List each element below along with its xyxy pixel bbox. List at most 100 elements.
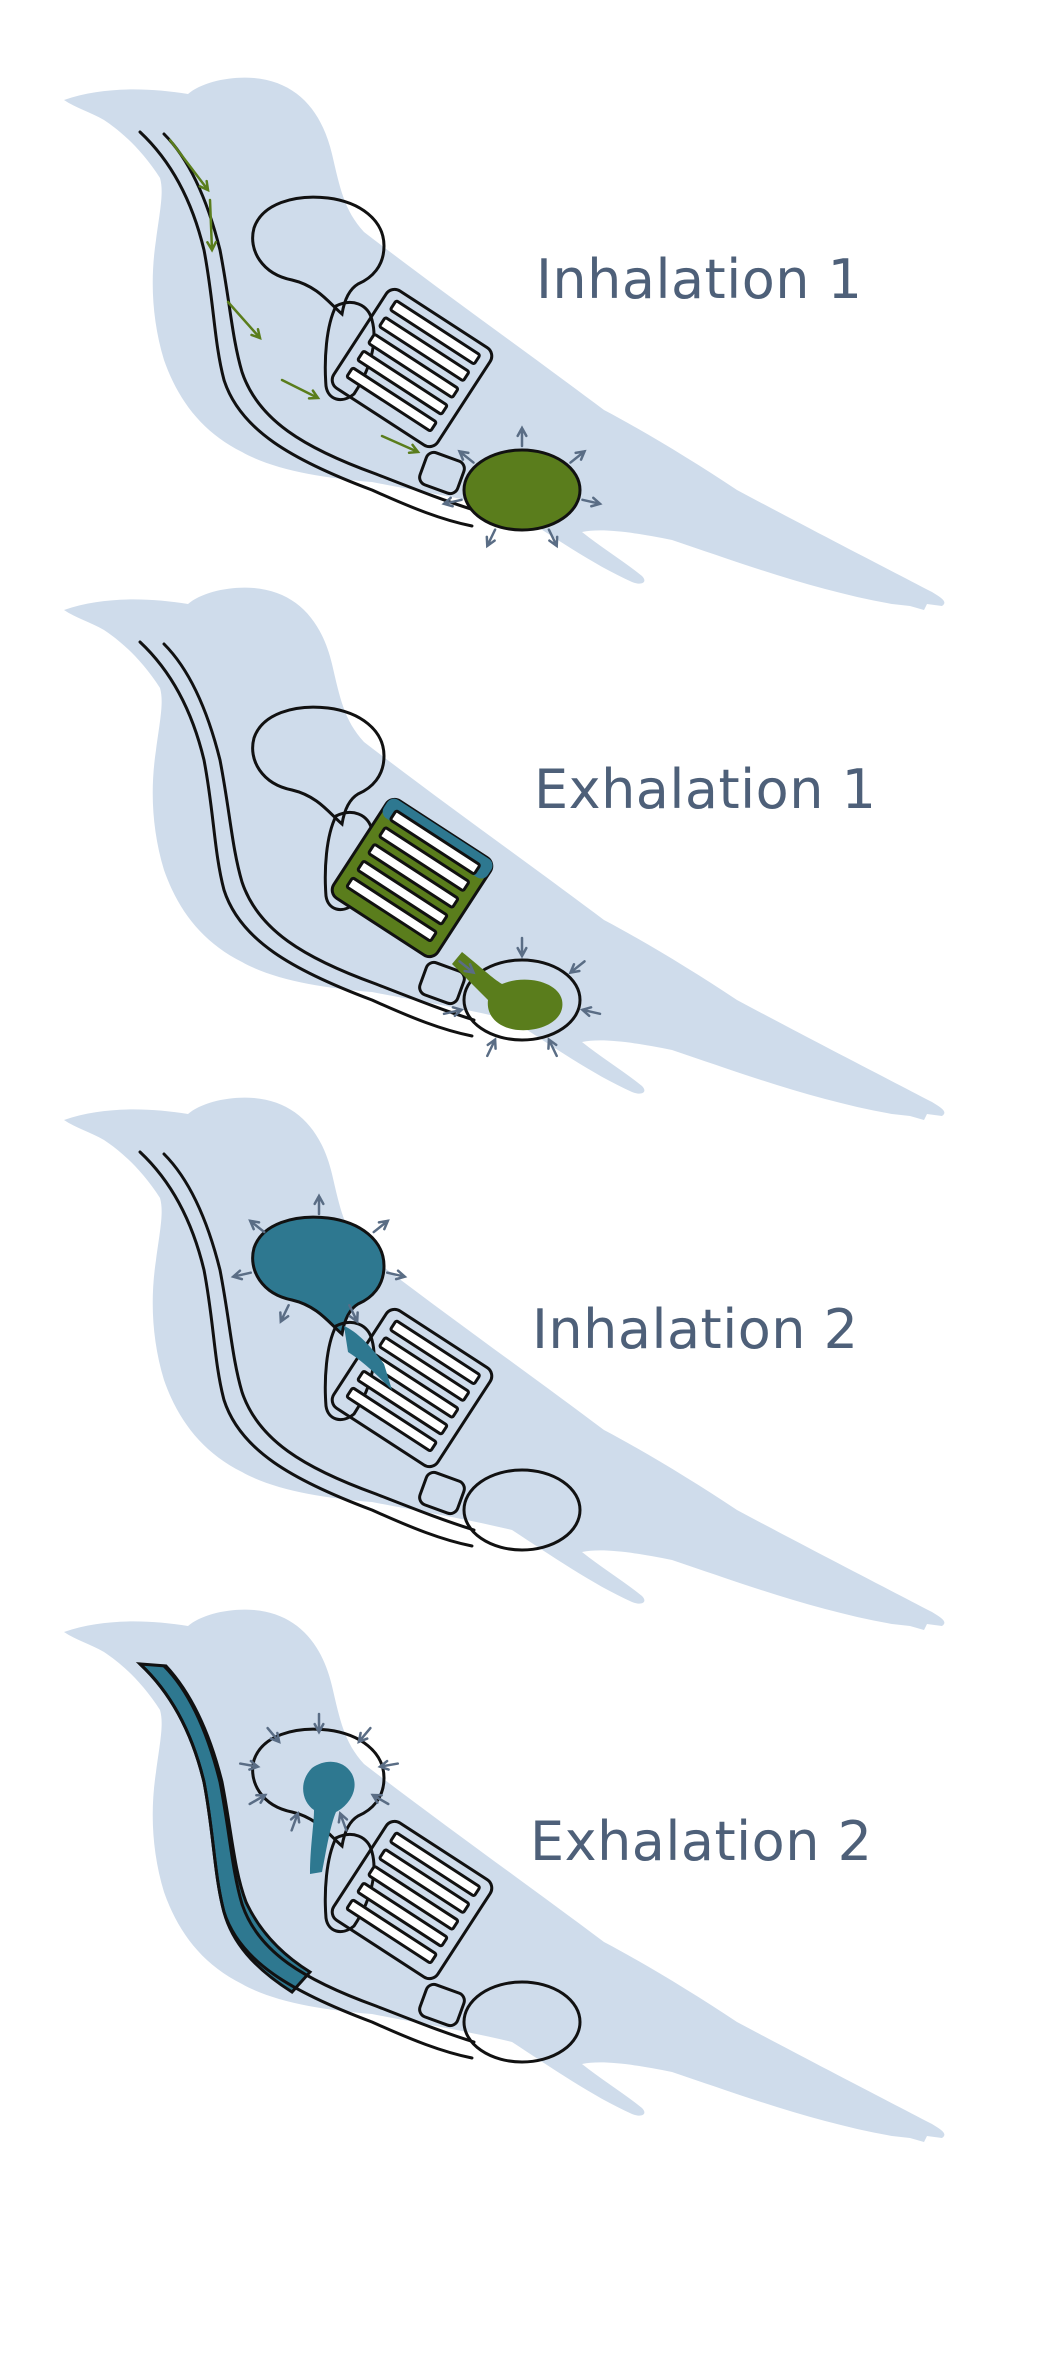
lung-group xyxy=(330,287,494,449)
panel-title: Inhalation 1 xyxy=(536,248,863,311)
panel-layer xyxy=(64,587,945,1120)
parabronchus xyxy=(378,1848,470,1914)
parabronchus xyxy=(367,1865,460,1931)
airflow-arrow xyxy=(280,378,321,400)
lung-lobe xyxy=(323,1321,376,1422)
pressure-arrow xyxy=(568,960,586,975)
parabronchus xyxy=(345,876,438,943)
pressure-arrow xyxy=(547,1037,558,1058)
parabronchus xyxy=(378,316,470,382)
abdominal-sac-small xyxy=(418,960,466,1006)
parabronchus xyxy=(356,860,449,926)
pressure-arrow xyxy=(238,1759,261,1771)
abdominal-sac-small xyxy=(418,1470,466,1516)
pressure-arrow xyxy=(442,1006,465,1018)
panel-layer xyxy=(64,1609,945,2142)
panel-title: Inhalation 2 xyxy=(532,1298,859,1361)
bird-diagram-exhalation-2 xyxy=(64,1609,945,2142)
pressure-arrow xyxy=(579,1006,602,1018)
pressure-arrow xyxy=(377,1759,400,1771)
bird-group xyxy=(64,1609,945,2142)
parabronchus xyxy=(356,1882,449,1948)
parabronchus xyxy=(345,1386,438,1453)
parabronchus xyxy=(389,809,481,875)
bird-group xyxy=(64,1097,945,1630)
lung xyxy=(330,287,494,449)
panel-inhalation-2: Inhalation 2 xyxy=(0,1097,1061,1630)
parabronchus xyxy=(356,1370,449,1436)
trachea-inner xyxy=(162,132,476,512)
trachea-inner xyxy=(162,1664,476,2044)
panel-title: Exhalation 2 xyxy=(530,1810,873,1873)
bird-group xyxy=(64,587,945,1120)
posterior-air-sac xyxy=(462,448,582,532)
posterior-air-sac xyxy=(462,1980,582,2064)
pressure-arrow xyxy=(230,1269,253,1281)
parabronchus xyxy=(367,843,460,909)
pressure-arrow xyxy=(458,960,476,975)
pressure-arrow xyxy=(485,528,497,549)
parabronchus xyxy=(389,299,481,365)
pressure-arrow xyxy=(385,1269,408,1281)
bird-silhouette xyxy=(64,77,945,611)
pressure-arrow xyxy=(248,1219,266,1234)
airflow-arrow xyxy=(206,198,218,253)
pressure-arrow xyxy=(348,1303,359,1324)
pressure-arrow xyxy=(547,528,559,549)
panel-exhalation-2: Exhalation 2 xyxy=(0,1609,1061,2142)
panel-title: Exhalation 1 xyxy=(534,758,877,821)
parabronchus xyxy=(378,826,470,892)
trachea-inner xyxy=(162,642,476,1022)
panel-layer xyxy=(64,77,945,611)
pressure-arrow xyxy=(248,1793,268,1806)
pressure-arrow xyxy=(279,1303,290,1324)
parabronchus xyxy=(389,1831,481,1897)
airflow-arrow xyxy=(226,300,262,340)
lung-lobe xyxy=(323,301,376,402)
panel-layer xyxy=(64,1097,945,1630)
bird-diagram-inhalation-2 xyxy=(64,1097,945,1630)
pressure-arrow xyxy=(581,496,603,508)
bird-silhouette xyxy=(64,587,945,1120)
posterior-air-sac xyxy=(462,1468,582,1552)
pressure-arrow xyxy=(372,1219,390,1234)
pressure-arrow xyxy=(457,449,475,464)
pressure-arrow xyxy=(569,449,587,464)
trachea-outer xyxy=(138,130,474,528)
anterior-air-sac xyxy=(251,1215,386,1337)
bird-group xyxy=(64,77,945,611)
panel-inhalation-1: Inhalation 1 xyxy=(0,77,1061,611)
airflow-arrow xyxy=(168,138,210,193)
pressure-arrow xyxy=(486,1037,497,1058)
bird-diagram-exhalation-1 xyxy=(64,587,945,1120)
abdominal-sac-small xyxy=(418,450,466,496)
abdominal-sac-small xyxy=(418,1982,466,2028)
parabronchus xyxy=(345,1898,438,1965)
trachea-outer xyxy=(138,640,474,1038)
pressure-arrow xyxy=(337,1811,349,1832)
bird-diagram-inhalation-1 xyxy=(64,77,945,611)
pressure-arrow xyxy=(266,1726,281,1744)
bird-silhouette xyxy=(64,1609,945,2142)
anterior-air-sac xyxy=(251,1727,386,1849)
pressure-arrow xyxy=(516,936,528,959)
trachea-outer xyxy=(138,1150,474,1548)
anterior-lung-airflow xyxy=(344,1326,392,1390)
lung-lobe xyxy=(323,1833,376,1934)
parabronchus xyxy=(389,1319,481,1385)
parabronchus xyxy=(356,350,449,416)
anterior-air-sac xyxy=(251,705,386,827)
trachea-inner xyxy=(162,1152,476,1532)
bird-silhouette xyxy=(64,1097,945,1630)
pressure-arrow xyxy=(516,425,528,448)
panel-exhalation-1: Exhalation 1 xyxy=(0,587,1061,1120)
parabronchus xyxy=(378,1336,470,1402)
lung-group xyxy=(330,797,494,959)
posterior-air-sac xyxy=(462,958,582,1042)
posterior-air-sac-airflow xyxy=(452,952,563,1031)
parabronchus xyxy=(345,366,438,433)
pressure-arrow xyxy=(313,1193,325,1216)
pressure-arrow xyxy=(357,1726,372,1744)
pressure-arrow xyxy=(289,1811,301,1832)
pressure-arrow xyxy=(370,1793,390,1806)
